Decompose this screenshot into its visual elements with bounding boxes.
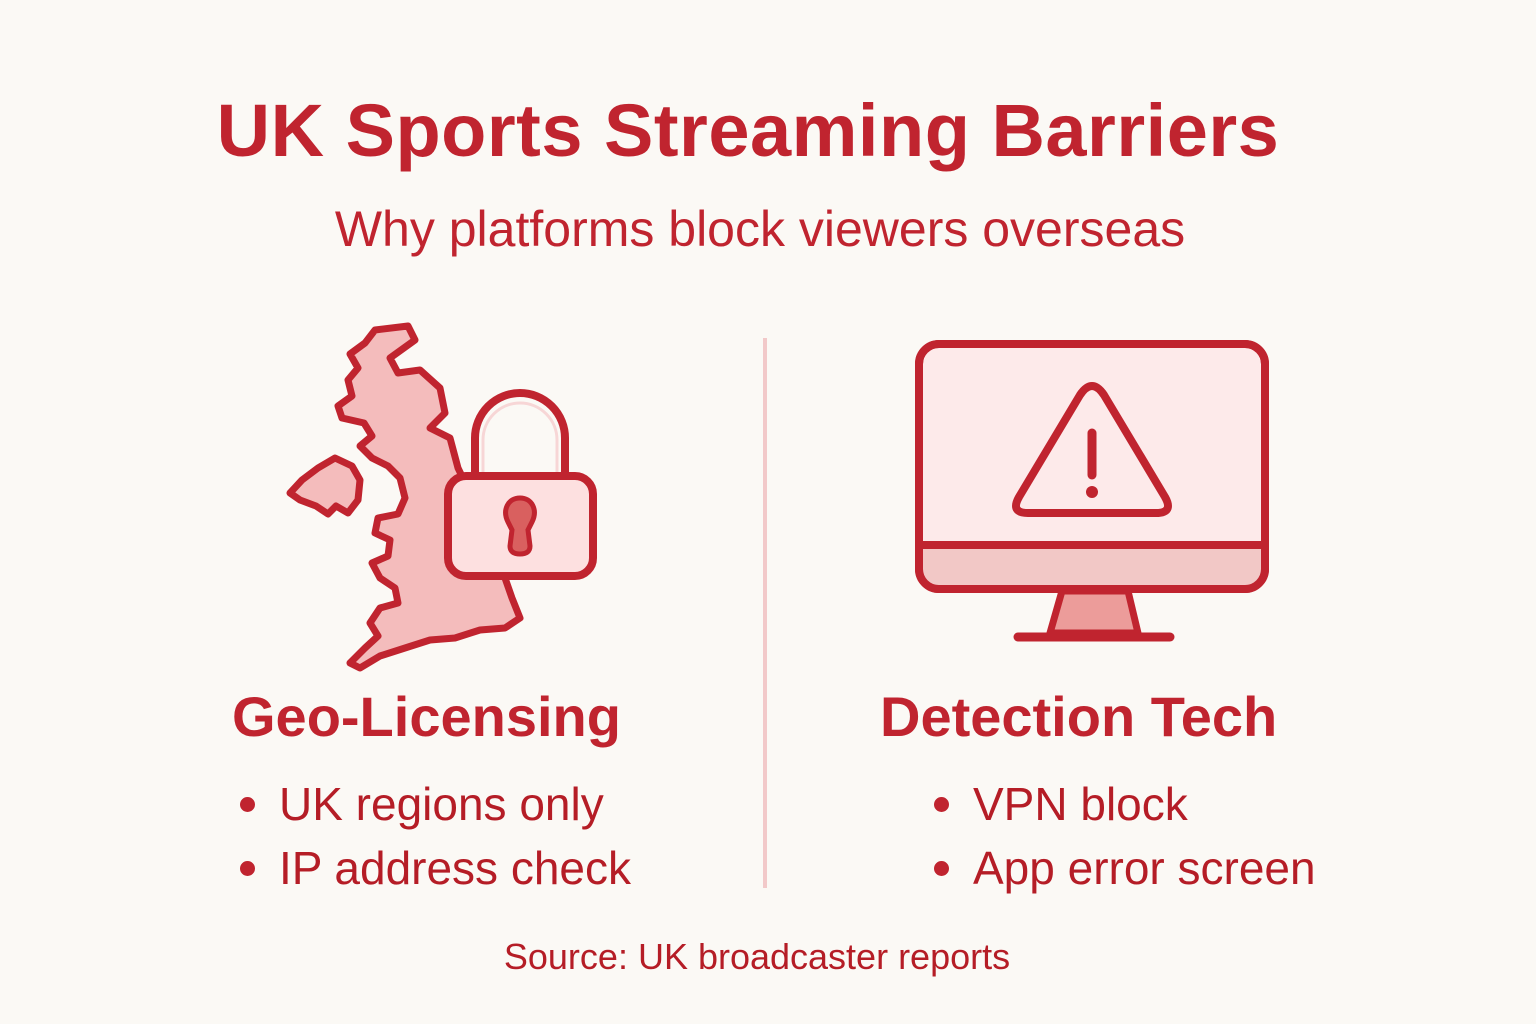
- bullet-icon: [934, 860, 949, 876]
- source-note: Source: UK broadcaster reports: [503, 936, 1011, 977]
- list-item: App error screen: [934, 836, 1316, 900]
- list-item: IP address check: [240, 836, 631, 900]
- geo-licensing-list: UK regions only IP address check: [240, 772, 631, 900]
- list-item: VPN block: [934, 772, 1316, 836]
- detection-tech-heading: Detection Tech: [880, 685, 1278, 748]
- bullet-icon: [934, 796, 949, 812]
- detection-tech-list: VPN block App error screen: [934, 772, 1316, 900]
- uk-map-with-padlock-icon: [286, 322, 597, 672]
- list-item-label: IP address check: [279, 842, 632, 894]
- bullet-icon: [240, 860, 255, 876]
- list-item: UK regions only: [240, 772, 631, 836]
- padlock-icon: [444, 389, 597, 580]
- column-divider: [763, 338, 767, 888]
- list-item-label: UK regions only: [279, 778, 604, 830]
- uk-map-icon: [286, 322, 524, 672]
- list-item-label: VPN block: [973, 778, 1188, 830]
- page-title: UK Sports Streaming Barriers: [216, 89, 1280, 172]
- page-subtitle: Why platforms block viewers overseas: [334, 201, 1186, 257]
- geo-licensing-heading: Geo-Licensing: [232, 685, 621, 748]
- warning-triangle-icon: [1012, 382, 1172, 517]
- list-item-label: App error screen: [973, 842, 1316, 894]
- monitor-icon: [915, 340, 1269, 642]
- monitor-warning-icon: [915, 340, 1269, 642]
- bullet-icon: [240, 796, 255, 812]
